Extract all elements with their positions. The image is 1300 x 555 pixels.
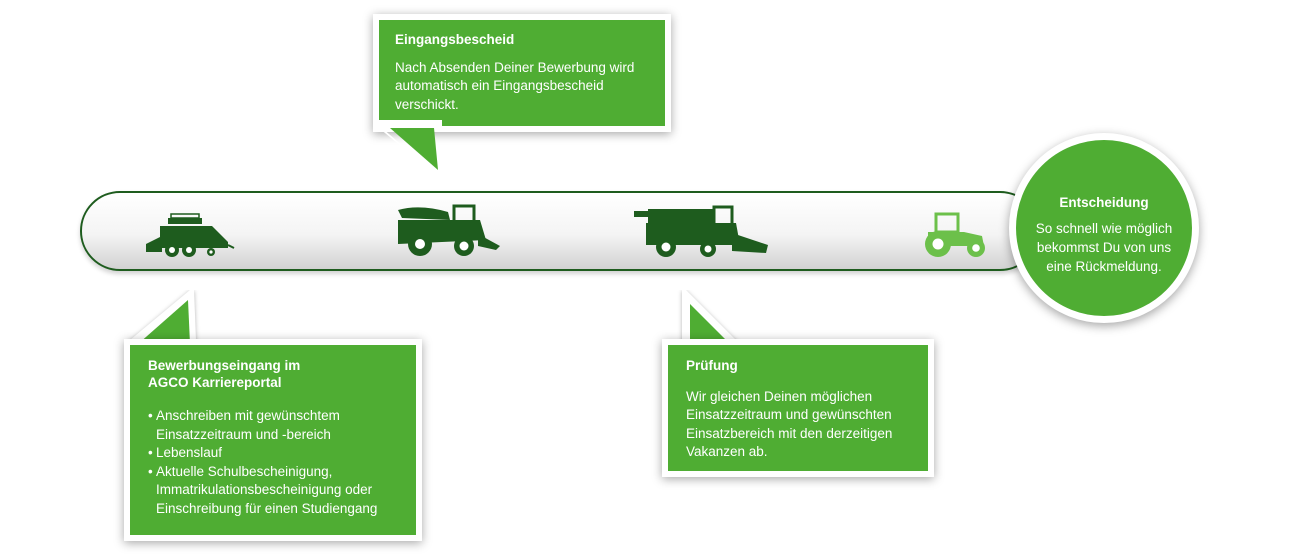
decision-circle: Entscheidung So schnell wie möglich beko… <box>1009 133 1199 323</box>
requirements-list: Anschreiben mit gewünschtem Einsatzzeitr… <box>148 407 398 518</box>
callout-bewerbungseingang: Bewerbungseingang im AGCO Karriereportal… <box>124 339 422 541</box>
callout-text: Wir gleichen Deinen möglichen Einsatzzei… <box>686 388 893 460</box>
timeline-bar <box>80 191 1040 271</box>
baler-icon <box>146 213 235 257</box>
tractor-icon <box>925 212 985 257</box>
list-item: Aktuelle Schulbescheinigung, Immatrikula… <box>148 463 398 519</box>
callout-title-line: AGCO Karriereportal <box>148 375 282 390</box>
callout-pointer <box>680 290 744 346</box>
list-item: Lebenslauf <box>148 444 398 463</box>
callout-title: Bewerbungseingang im AGCO Karriereportal <box>148 357 398 391</box>
callout-text: Nach Absenden Deiner Bewerbung wird auto… <box>395 59 635 112</box>
decision-text: So schnell wie möglich bekommst Du von u… <box>1035 221 1173 274</box>
list-item: Anschreiben mit gewünschtem Einsatzzeitr… <box>148 407 398 444</box>
callout-pointer <box>374 120 442 178</box>
decision-title: Entscheidung <box>1059 195 1149 210</box>
callout-title: Eingangsbescheid <box>395 32 515 47</box>
callout-eingangsbescheid: Eingangsbescheid Nach Absenden Deiner Be… <box>373 14 671 132</box>
callout-title-line: Bewerbungseingang im <box>148 358 301 373</box>
callout-pointer <box>126 290 200 346</box>
combine-harvester-icon <box>634 205 768 257</box>
callout-title: Prüfung <box>686 358 738 373</box>
forage-harvester-icon <box>398 204 500 256</box>
callout-pruefung: Prüfung Wir gleichen Deinen möglichen Ei… <box>662 339 934 477</box>
